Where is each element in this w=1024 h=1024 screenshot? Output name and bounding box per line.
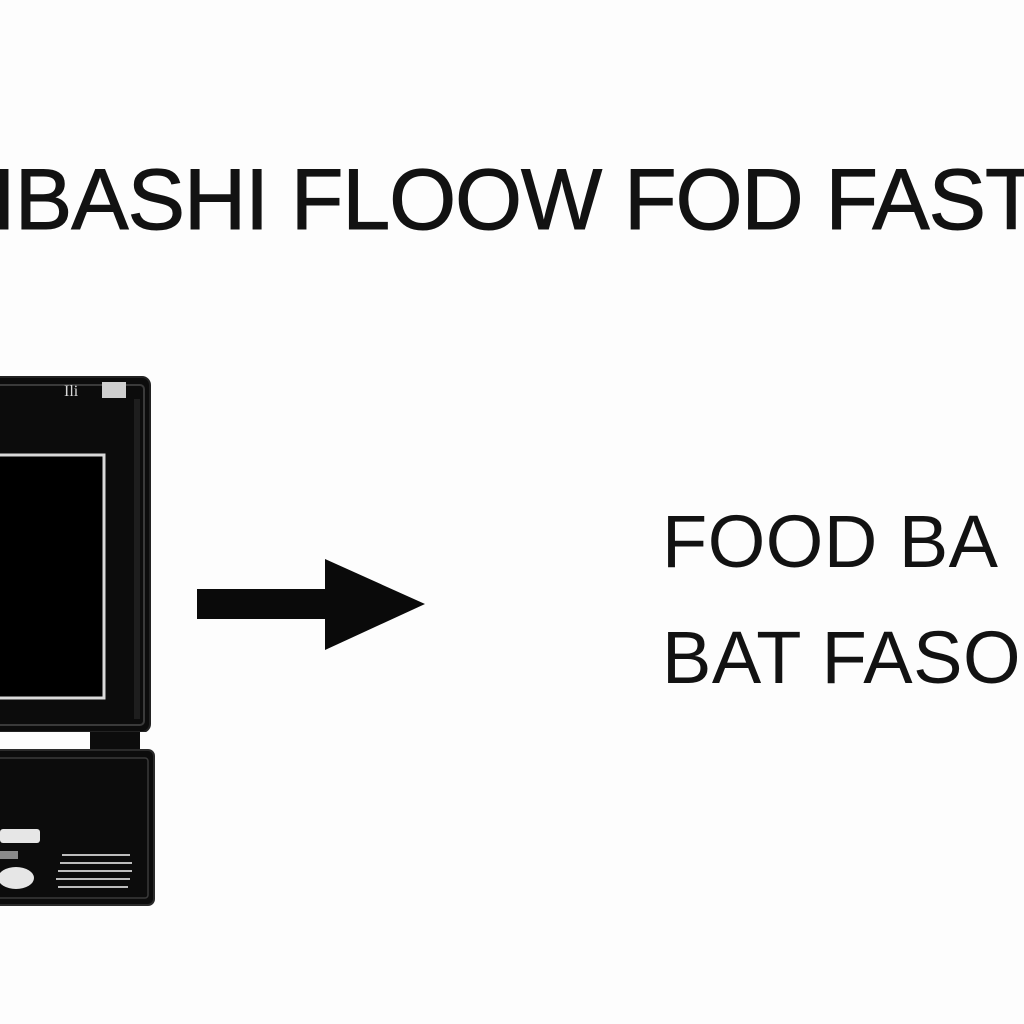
device-lower-body: [0, 749, 155, 906]
device-button-top: [0, 829, 40, 843]
computer-tower-icon: Ili: [0, 376, 155, 906]
arrow-right-icon: [197, 559, 425, 650]
device-side-rail: [134, 399, 140, 719]
device-lower-bezel: [0, 757, 149, 899]
device-neck: [0, 732, 150, 738]
arrow-shaft: [197, 589, 337, 619]
arrow-head: [325, 559, 425, 650]
result-label-line-2: BAT FASO: [662, 616, 1022, 699]
device-vents: [56, 854, 132, 888]
device-indicator: [102, 382, 126, 398]
device-button-small: [0, 851, 18, 859]
result-label-line-1: FOOD BA: [662, 500, 999, 583]
device-screen: [0, 453, 106, 700]
device-badge-text: Ili: [64, 383, 79, 400]
headline: IBASHI FLOOW FOD FAST: [0, 152, 1024, 249]
result-label-block: FOOD BA BAT FASO: [662, 500, 1024, 700]
device-connector: [90, 732, 140, 754]
device-upper-bezel: [0, 384, 145, 726]
device-button-round: [0, 867, 34, 889]
